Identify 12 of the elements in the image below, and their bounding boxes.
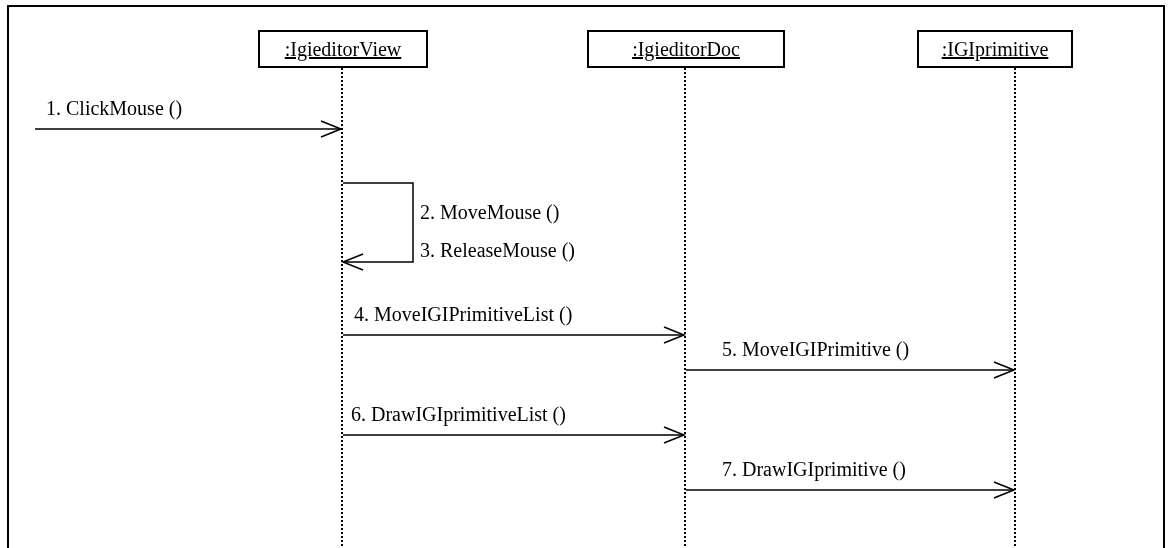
lifeline: [341, 68, 343, 546]
object-box: :IgieditorDoc: [587, 30, 785, 68]
message-arrow: [685, 361, 1015, 379]
message-arrow: [685, 481, 1015, 499]
lifeline: [684, 68, 686, 546]
message-arrow: [342, 182, 414, 271]
message-arrow: [342, 326, 685, 344]
message-arrow: [342, 426, 685, 444]
message-arrow: [34, 120, 342, 138]
lifeline: [1014, 68, 1016, 546]
object-box: :IgieditorView: [258, 30, 428, 68]
object-box: :IGIprimitive: [917, 30, 1073, 68]
